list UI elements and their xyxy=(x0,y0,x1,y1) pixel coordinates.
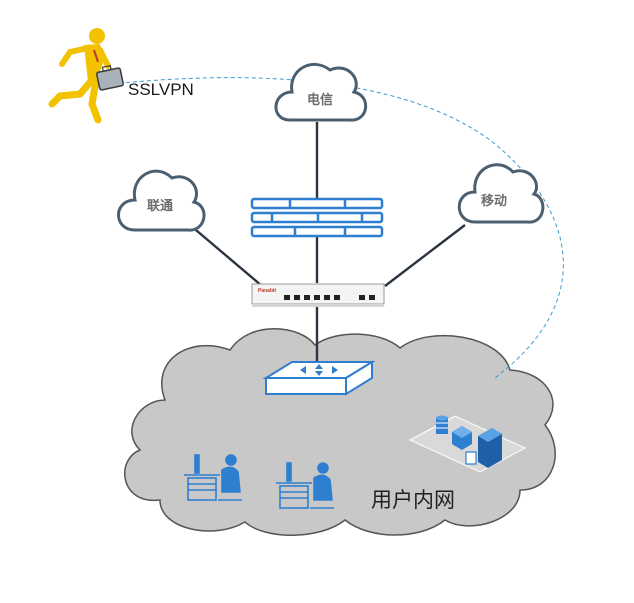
sslvpn-label: SSLVPN xyxy=(128,80,194,99)
vpn-tunnel-dashed-line xyxy=(111,77,564,379)
workstation-icon xyxy=(276,462,334,509)
cloud-telecom-shape xyxy=(274,63,367,122)
cloud-unicom: 联通 xyxy=(117,169,206,232)
link-lines xyxy=(189,122,466,365)
firewall-icon xyxy=(250,197,384,238)
lan-label: 用户内网 xyxy=(371,488,455,512)
link-mobile xyxy=(384,224,466,287)
briefcase-icon xyxy=(96,64,124,91)
businessman-running-icon xyxy=(48,28,124,124)
server-cluster-icon xyxy=(408,415,527,473)
panabit-gateway-icon: Panabit xyxy=(251,283,385,307)
cloud-mobile-shape xyxy=(457,163,545,224)
cloud-unicom-shape xyxy=(117,169,206,232)
device-brand-label: Panabit xyxy=(258,288,276,294)
network-switch-icon xyxy=(262,360,376,396)
cloud-mobile-label: 移动 xyxy=(481,193,507,209)
cloud-mobile: 移动 xyxy=(457,163,545,224)
cloud-unicom-label: 联通 xyxy=(147,198,173,214)
workstation-icon xyxy=(184,454,242,501)
link-unicom xyxy=(189,224,263,287)
device-ports xyxy=(284,295,375,300)
cloud-telecom-label: 电信 xyxy=(307,92,333,108)
cloud-telecom: 电信 xyxy=(274,63,367,122)
